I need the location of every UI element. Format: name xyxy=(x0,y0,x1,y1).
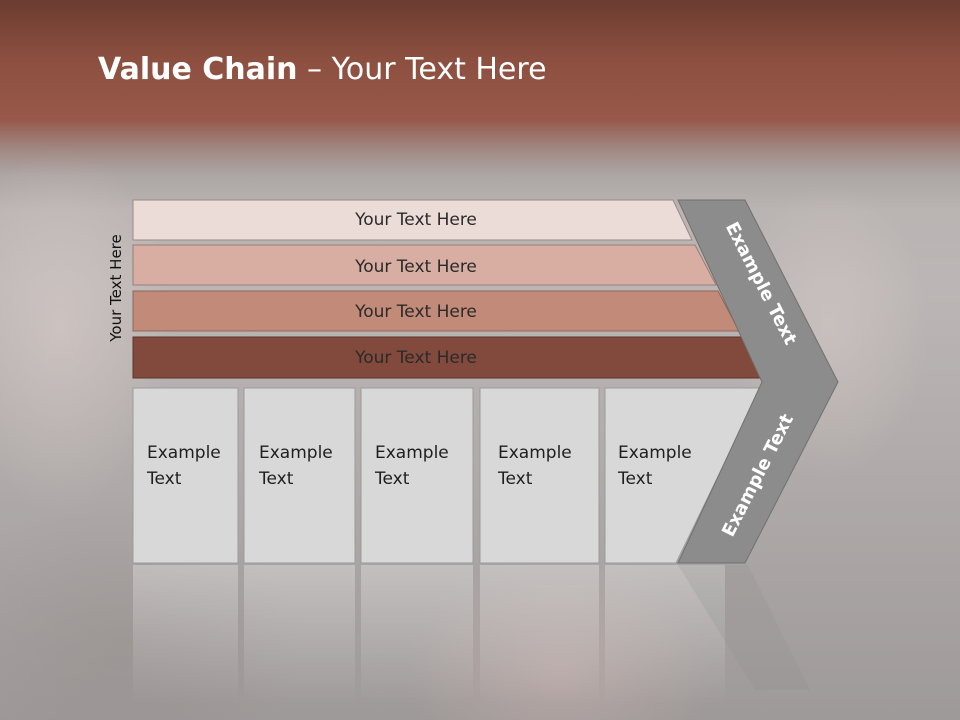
box-2 xyxy=(243,387,356,564)
bar-2 xyxy=(132,244,717,286)
slide-title: Value Chain – Your Text Here xyxy=(98,52,547,87)
box-1 xyxy=(132,387,239,564)
chevron-arrow xyxy=(677,199,839,564)
box-3 xyxy=(360,387,474,564)
title-bold: Value Chain xyxy=(98,52,298,87)
bar-2-label: Your Text Here xyxy=(354,257,477,277)
bar-4-label: Your Text Here xyxy=(354,348,477,368)
box-1-text: Example Text xyxy=(147,443,221,489)
side-label: Your Text Here xyxy=(107,234,125,342)
title-band xyxy=(0,0,960,175)
box-5-text: Example Text xyxy=(618,443,692,489)
box-4 xyxy=(479,387,600,564)
title-rest: – Your Text Here xyxy=(297,52,547,87)
box-3-text: Example Text xyxy=(375,443,449,489)
bar-1 xyxy=(132,199,693,241)
bar-3-label: Your Text Here xyxy=(354,302,477,322)
box-2-text: Example Text xyxy=(259,443,333,489)
box-5 xyxy=(604,387,762,564)
box-4-text: Example Text xyxy=(498,443,572,489)
bar-1-label: Your Text Here xyxy=(354,210,477,230)
